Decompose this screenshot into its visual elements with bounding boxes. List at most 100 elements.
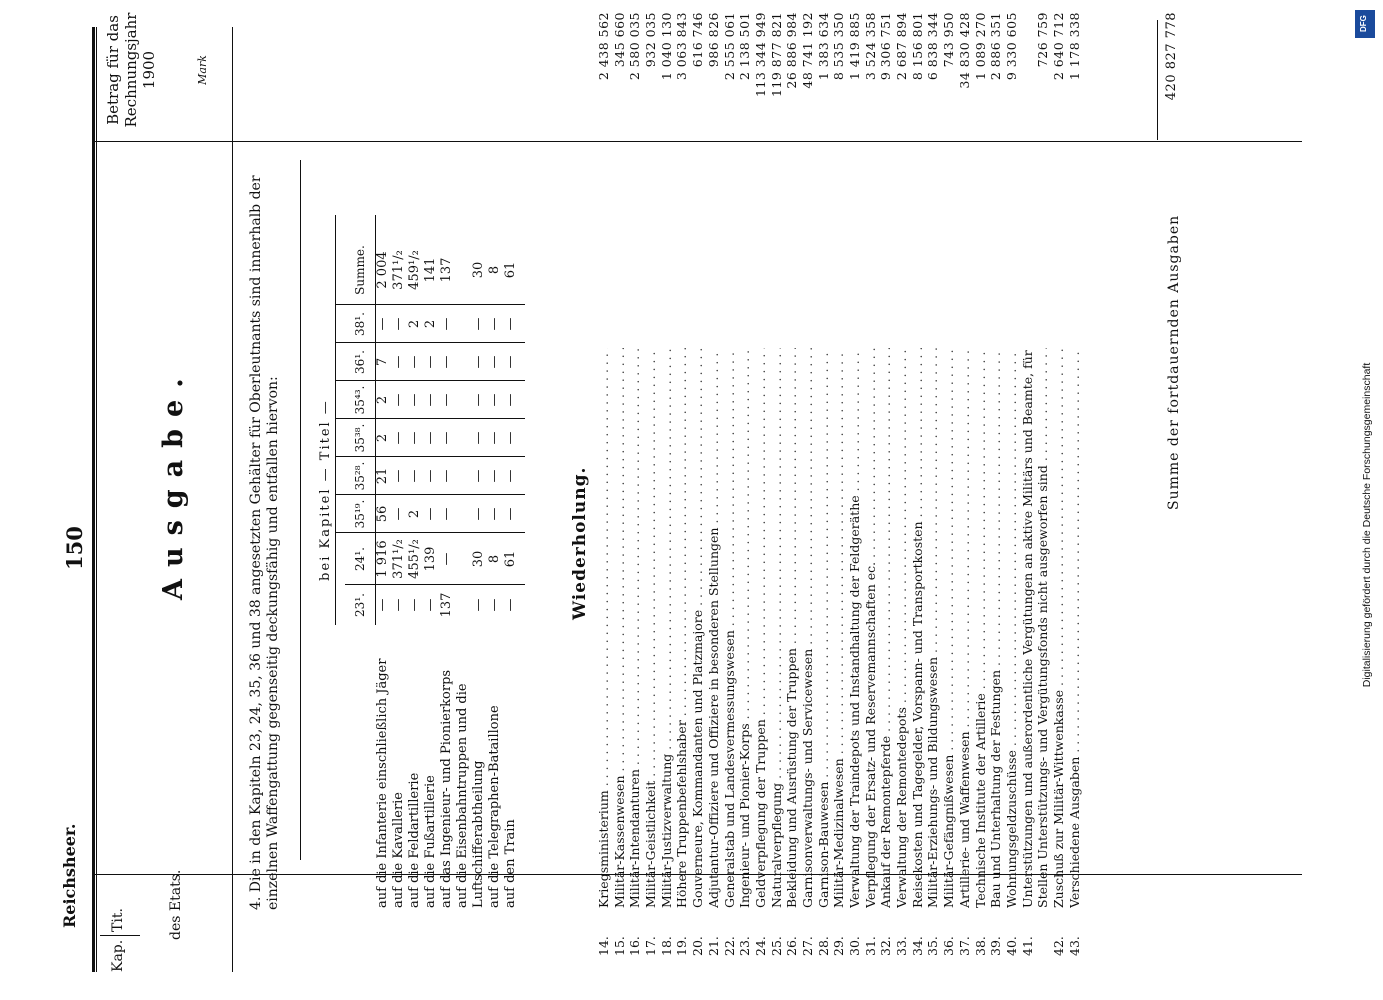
recap-row: 41.Unterstützungen und außerordentliche …	[1020, 0, 1036, 1000]
recap-kap: 19.	[674, 936, 690, 956]
subtable-cell: —	[487, 598, 502, 612]
recap-kap: 28.	[815, 936, 831, 956]
recap-amount: 2 640 712	[1050, 12, 1066, 81]
recap-kap: 24.	[752, 936, 768, 956]
recap-row: 31.Verpflegung der Ersatz- und Reservema…	[863, 0, 879, 1000]
recap-amount: 8 156 801	[909, 12, 925, 81]
subtable-cell	[455, 495, 471, 533]
subtable-cell: —	[407, 431, 422, 445]
subtable-cell: —	[439, 393, 454, 407]
recap-row: Stellen Unterstützungs- und Vergütungsfo…	[1035, 0, 1051, 1000]
subtable-cell: 30	[471, 550, 486, 568]
recap-label: Technische Institute der Artillerie	[973, 348, 989, 908]
subtable-cell: 455¹/₂	[407, 539, 422, 579]
subtable-cell	[455, 585, 471, 625]
recap-row: 33.Verwaltung der Remontedepots2 687 894	[894, 0, 910, 1000]
subtable-column-header: Summe.	[353, 245, 367, 295]
subtable-cell: —	[503, 355, 518, 369]
subtable-cell: —	[487, 393, 502, 407]
subtable-row-label: auf die Infanterie einschließlich Jäger	[375, 658, 390, 908]
recap-kap: 32.	[878, 936, 894, 956]
recap-kap: 18.	[658, 936, 674, 956]
subtable-cell	[455, 457, 471, 495]
recap-label: Höhere Truppenbefehlshaber	[674, 348, 690, 908]
recap-row: 36.Militär-Gefängnißwesen743 950	[941, 0, 957, 1000]
subtable-column: 35³⁸.2———————	[345, 419, 519, 457]
dfg-credit-text: Digitalisierung gefördert durch die Deut…	[1361, 362, 1373, 688]
recap-kap: 42.	[1050, 936, 1066, 956]
recap-kap: 40.	[1003, 936, 1019, 956]
recap-amount: 3 063 843	[674, 12, 690, 81]
subtable-cell	[455, 235, 471, 305]
subtable-cell: —	[391, 317, 406, 331]
recap-label: Garnisonverwaltungs- und Servicewesen	[800, 348, 816, 908]
recap-amount: 986 826	[705, 12, 721, 68]
subtable-cell: —	[391, 507, 406, 521]
recap-amount: 2 555 061	[721, 12, 737, 81]
subtable-cell: —	[487, 317, 502, 331]
running-head: Reichsheer.	[60, 823, 79, 928]
recap-label: Unterstützungen und außerordentliche Ver…	[1020, 348, 1036, 908]
subtable-cell: 2	[375, 433, 390, 443]
subtable-group-rule	[335, 215, 336, 625]
subtable-cell	[455, 381, 471, 419]
recap-row: 21.Adjutantur-Offiziere und Offiziere in…	[706, 0, 722, 1000]
recap-row: 22.Generalstab und Landesvermessungswese…	[722, 0, 738, 1000]
recap-label: Militär-Erziehungs- und Bildungswesen	[925, 348, 941, 908]
recap-kap: 14.	[596, 936, 611, 956]
recap-row: 25.Naturalverpflegung119 877 821	[769, 0, 785, 1000]
recap-amount: 726 759	[1035, 12, 1051, 68]
recap-row: 34.Reisekosten und Tagegelder, Vorspann-…	[910, 0, 926, 1000]
subtable-cell: —	[503, 431, 518, 445]
subtable-cell: —	[503, 393, 518, 407]
recap-kap: 17.	[643, 936, 659, 956]
recap-row: 15.Militär-Kassenwesen345 660	[612, 0, 628, 1000]
subtable-cell: —	[471, 507, 486, 521]
subtable-cell: —	[439, 469, 454, 483]
subtable-column-header: 35²⁸.	[353, 461, 367, 491]
recap-label: Geldverpflegung der Truppen	[753, 348, 769, 908]
subtable-cell: 8	[487, 265, 502, 275]
subtable-cell: —	[423, 393, 438, 407]
subtable-cell: 56	[375, 505, 390, 523]
subtable-cell: 2	[423, 319, 438, 329]
subtable-cell: —	[423, 598, 438, 612]
subtable-cell: 2	[407, 319, 422, 329]
recap-amount: 119 877 821	[768, 12, 784, 98]
recap-amount: 2 438 562	[596, 12, 611, 81]
subtable-cell: —	[471, 469, 486, 483]
subtable-column-header: 35³⁸.	[353, 423, 367, 453]
top-rule-thin	[96, 27, 97, 972]
subtable-cell: —	[407, 393, 422, 407]
recap-label: Militär-Kassenwesen	[612, 348, 628, 909]
header-tit: Tit.	[110, 908, 126, 932]
recap-row: 14.Kriegsministerium2 438 562	[596, 0, 612, 1000]
recap-amount: 9 306 751	[878, 12, 894, 81]
subtable-cell: —	[439, 431, 454, 445]
recap-row: 39.Bau und Unterhaltung der Festungen2 8…	[988, 0, 1004, 1000]
recap-row: 16.Militär-Intendanturen2 580 035	[627, 0, 643, 1000]
subtable-cell: 2	[407, 509, 422, 519]
recap-amount: 2 580 035	[627, 12, 643, 81]
recap-amount: 9 330 605	[1003, 12, 1019, 81]
recap-label: Militär-Geistlichkeit	[643, 348, 659, 908]
recap-label: Militär-Gefängnißwesen	[941, 348, 957, 908]
header-mark: Mark	[196, 55, 209, 85]
recap-amount: 3 524 358	[862, 12, 878, 81]
subtable-cell: —	[439, 317, 454, 331]
subtable-cell	[455, 419, 471, 457]
subtable-column-header: 36¹.	[353, 350, 367, 374]
recap-label: Militär-Intendanturen	[627, 348, 643, 908]
recap-amount: 2 687 894	[894, 12, 910, 81]
recap-kap: 43.	[1066, 936, 1082, 956]
subtable-cell: 371¹/₂	[391, 539, 406, 579]
recap-amount: 1 178 338	[1066, 12, 1082, 81]
subtable-cell: —	[423, 469, 438, 483]
recap-label: Reisekosten und Tagegelder, Vorspann- un…	[910, 348, 926, 908]
recap-label: Garnison-Bauwesen	[816, 348, 832, 908]
recap-kap: 15.	[611, 936, 627, 956]
